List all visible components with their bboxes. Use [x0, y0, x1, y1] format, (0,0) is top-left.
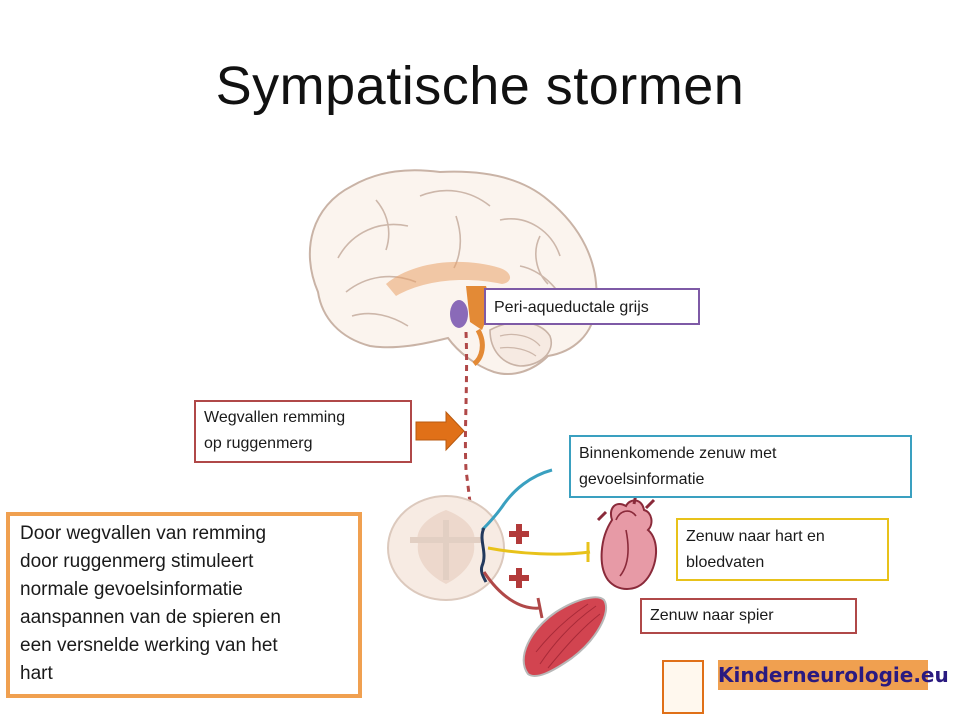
- label-nerve-to-muscle: Zenuw naar spier: [640, 598, 857, 634]
- explanation-line: Door wegvallen van remming: [20, 523, 267, 544]
- explanation-line: hart: [20, 663, 53, 684]
- label-line: bloedvaten: [686, 554, 765, 571]
- label-text: Zenuw naar spier: [650, 607, 774, 624]
- heart-nerve: [487, 546, 591, 556]
- label-line: Wegvallen remming: [204, 409, 346, 426]
- slide-title: Sympatische stormen: [215, 56, 745, 116]
- red-plus-icon: [509, 568, 529, 588]
- label-line: gevoelsinformatie: [579, 471, 705, 488]
- label-nerve-to-heart: Zenuw naar hart en bloedvaten: [676, 518, 889, 581]
- muscle-illustration: [522, 596, 607, 677]
- label-line: Zenuw naar hart en: [686, 528, 825, 545]
- explanation-line: normale gevoelsinformatie: [20, 579, 243, 600]
- label-peri-aqueductal-grey: Peri-aqueductale grijs: [484, 288, 700, 325]
- explanation-line: een versnelde werking van het: [20, 635, 278, 656]
- brain-illustration: [308, 169, 598, 375]
- label-incoming-sensory-nerve: Binnenkomende zenuw met gevoelsinformati…: [569, 435, 912, 498]
- label-text: Peri-aqueductale grijs: [494, 299, 649, 316]
- descending-pathway: [463, 331, 480, 571]
- label-loss-of-inhibition: Wegvallen remming op ruggenmerg: [194, 400, 412, 463]
- spinal-cord-cross-section: [387, 495, 505, 601]
- interneuron: [480, 527, 488, 583]
- red-plus-icon: [509, 524, 529, 544]
- logo-text[interactable]: Kinderneurologie.eu: [718, 660, 949, 690]
- label-line: op ruggenmerg: [204, 435, 313, 452]
- logo-icon: [662, 660, 704, 714]
- explanation-line: door ruggenmerg stimuleert: [20, 551, 254, 572]
- explanation-line: aanspannen van de spieren en: [20, 607, 281, 628]
- explanation-box: Door wegvallen van remming door ruggenme…: [6, 512, 362, 698]
- pag-marker: [450, 300, 468, 328]
- heart-illustration: [596, 493, 657, 590]
- sensory-nerve: [480, 468, 553, 532]
- orange-right-arrow-icon: [415, 410, 465, 452]
- muscle-nerve: [482, 571, 541, 610]
- label-line: Binnenkomende zenuw met: [579, 445, 777, 462]
